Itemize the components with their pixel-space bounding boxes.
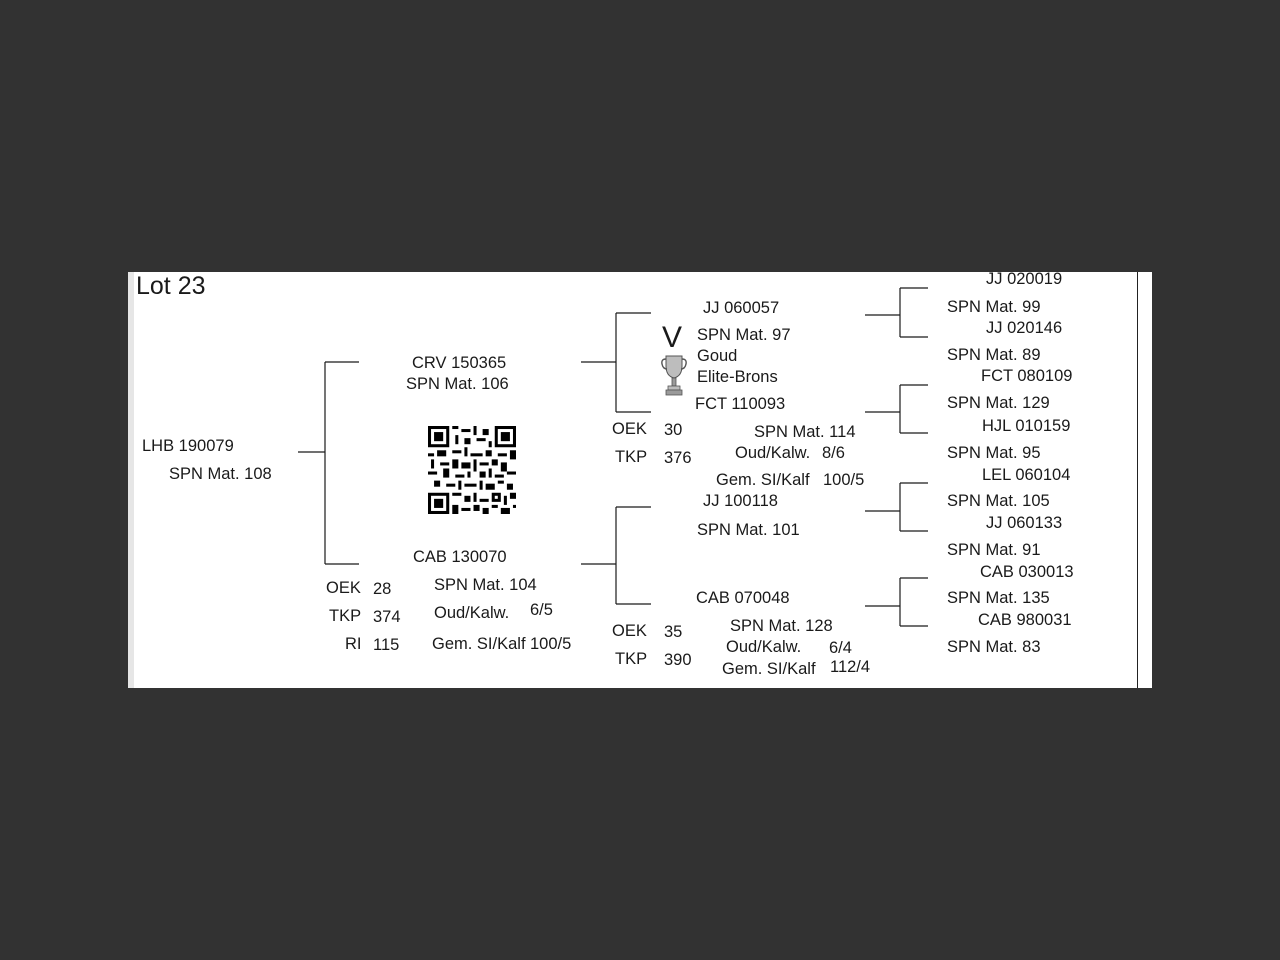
lot-title: Lot 23 — [136, 272, 206, 300]
animal-id: LHB 190079 — [142, 437, 234, 455]
dam-dam-id: CAB 070048 — [696, 589, 790, 607]
dam-dam-oud-label: Oud/Kalw. — [726, 638, 802, 656]
sire-dam-gem-label: Gem. SI/Kalf — [716, 471, 810, 489]
sire-sire-mat: SPN Mat. 97 — [697, 326, 791, 344]
ggp-8-id: CAB 980031 — [978, 611, 1072, 629]
sire-dam-tkp-value: 376 — [664, 449, 692, 467]
dam-dam-gem-value: 112/4 — [830, 658, 871, 676]
qr-code-icon — [428, 426, 516, 514]
ggp-4-mat: SPN Mat. 95 — [947, 444, 1041, 462]
dam-mat: SPN Mat. 104 — [434, 576, 537, 594]
sire-sire-award: Goud — [697, 347, 738, 365]
sire-dam-tkp-label: TKP — [615, 448, 648, 466]
pedigree-document: Lot 23 LHB 190079 SPN Mat. 108 CRV 15036… — [128, 272, 1152, 688]
dam-sire-mat: SPN Mat. 101 — [697, 521, 800, 539]
ggp-3-mat: SPN Mat. 129 — [947, 394, 1050, 412]
animal-mat: SPN Mat. 108 — [169, 465, 272, 483]
sire-mat: SPN Mat. 106 — [406, 375, 509, 393]
dam-ri-label: RI — [345, 635, 362, 653]
sire-dam-gem-value: 100/5 — [823, 471, 865, 489]
dam-id: CAB 130070 — [413, 548, 507, 566]
dam-dam-tkp-value: 390 — [664, 651, 692, 669]
sire-sire-id: JJ 060057 — [703, 299, 780, 317]
ggp-4-id: HJL 010159 — [982, 417, 1071, 435]
dam-gem-label: Gem. SI/Kalf — [432, 635, 526, 653]
page-left-edge — [128, 272, 134, 688]
dam-sire-id: JJ 100118 — [703, 492, 778, 510]
sire-id: CRV 150365 — [412, 354, 507, 372]
dam-dam-oek-label: OEK — [612, 622, 647, 640]
dam-dam-tkp-label: TKP — [615, 650, 648, 668]
sire-dam-oek-label: OEK — [612, 420, 647, 438]
ggp-5-mat: SPN Mat. 105 — [947, 492, 1050, 510]
trophy-letter: V — [662, 321, 683, 354]
pedigree-connector-lines — [298, 287, 928, 627]
ggp-7-id: CAB 030013 — [980, 563, 1074, 581]
ggp-5-id: LEL 060104 — [982, 466, 1071, 484]
dam-dam-oek-value: 35 — [664, 623, 683, 641]
ggp-6-id: JJ 060133 — [986, 514, 1063, 532]
sire-dam-oud-value: 8/6 — [822, 444, 845, 462]
dam-dam-oud-value: 6/4 — [829, 639, 852, 657]
dam-oek-label: OEK — [326, 579, 361, 597]
dam-oud-label: Oud/Kalw. — [434, 604, 510, 622]
dam-oud-value: 6/5 — [530, 601, 553, 619]
ggp-1-mat: SPN Mat. 99 — [947, 298, 1041, 316]
dam-gem-value: 100/5 — [530, 635, 572, 653]
dam-dam-gem-label: Gem. SI/Kalf — [722, 660, 816, 678]
ggp-2-id: JJ 020146 — [986, 319, 1063, 337]
trophy-cup-icon — [661, 355, 687, 396]
sire-dam-mat: SPN Mat. 114 — [754, 423, 856, 441]
dam-tkp-label: TKP — [329, 607, 362, 625]
dam-tkp-value: 374 — [373, 608, 401, 626]
sire-dam-id: FCT 110093 — [695, 395, 786, 413]
ggp-2-mat: SPN Mat. 89 — [947, 346, 1041, 364]
ggp-7-mat: SPN Mat. 135 — [947, 589, 1050, 607]
dam-dam-mat: SPN Mat. 128 — [730, 617, 833, 635]
page-right-edge — [1137, 272, 1152, 688]
sire-sire-class: Elite-Brons — [697, 368, 778, 386]
ggp-1-id: JJ 020019 — [986, 272, 1063, 288]
sire-dam-oek-value: 30 — [664, 421, 683, 439]
sire-dam-oud-label: Oud/Kalw. — [735, 444, 811, 462]
dam-ri-value: 115 — [373, 636, 400, 654]
trophy-icon: V — [660, 321, 688, 398]
ggp-8-mat: SPN Mat. 83 — [947, 638, 1041, 656]
ggp-6-mat: SPN Mat. 91 — [947, 541, 1041, 559]
ggp-3-id: FCT 080109 — [981, 367, 1073, 385]
dam-oek-value: 28 — [373, 580, 392, 598]
